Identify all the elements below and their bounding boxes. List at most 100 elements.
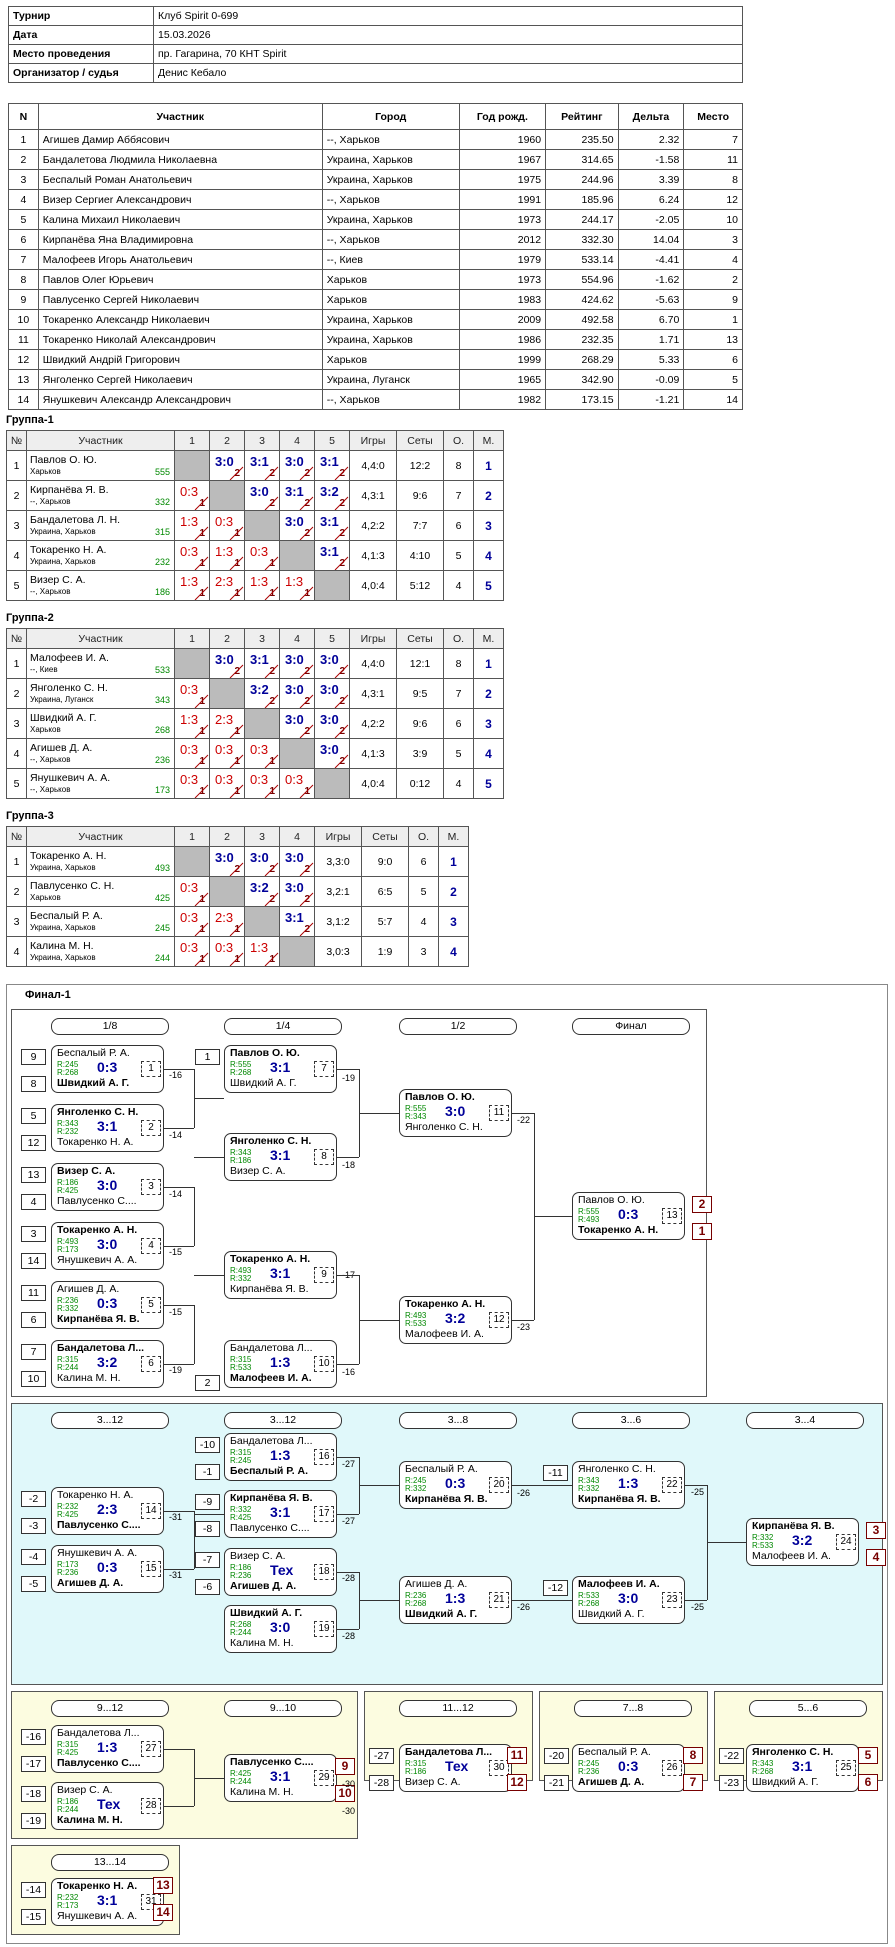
match-bottom-rating: R:244 xyxy=(230,1777,252,1786)
slash-mark xyxy=(194,694,209,708)
slash-mark xyxy=(264,784,279,798)
player-cell: 2 xyxy=(683,269,743,290)
link-label: -15 xyxy=(169,1307,183,1317)
player-cell: -4.41 xyxy=(617,249,685,270)
place-cell: 2 xyxy=(473,678,504,709)
player-cell: Янголенко Сергей Николаевич xyxy=(37,369,323,390)
player-cell: 2009 xyxy=(458,309,547,330)
seed-box: -23 xyxy=(719,1775,744,1791)
match-top-player: Кирпанёва Я. В. xyxy=(230,1492,313,1504)
match-bottom-rating: R:533 xyxy=(230,1363,252,1372)
group-header: 2 xyxy=(209,826,245,847)
player-cell: 1 xyxy=(683,309,743,330)
match-points: 2 xyxy=(269,894,275,905)
player-cell: 332.30 xyxy=(545,229,619,250)
match-score: 0:3 xyxy=(180,682,199,697)
participant-name: Беспалый Р. А. xyxy=(30,909,103,922)
round-header: 5...6 xyxy=(749,1700,867,1717)
participant-name: Кирпанёва Я. В. xyxy=(30,483,109,496)
player-cell: 6 xyxy=(8,229,39,250)
match-top-rating: R:186 xyxy=(230,1563,252,1572)
group-title: Группа-3 xyxy=(6,810,54,822)
match-bottom-player: Токаренко Н. А. xyxy=(57,1136,134,1148)
match-score: 0:3 xyxy=(215,940,234,955)
link-label: -23 xyxy=(517,1322,531,1332)
connector-line xyxy=(512,1113,534,1114)
match-top-rating: R:332 xyxy=(752,1533,774,1542)
player-cell: -1.58 xyxy=(617,149,685,170)
place-cell: 1 xyxy=(438,846,469,877)
slash-mark xyxy=(264,586,279,600)
player-cell: 9 xyxy=(683,289,743,310)
seed-box: -6 xyxy=(195,1579,220,1595)
match-bottom-player: Швидкий А. Г. xyxy=(230,1077,297,1089)
players-header: N xyxy=(8,103,39,130)
player-cell: 1960 xyxy=(458,129,547,150)
place-cell: 5 xyxy=(473,768,504,799)
player-cell: 1986 xyxy=(458,329,547,350)
match-number: 10 xyxy=(314,1356,334,1372)
slash-mark xyxy=(229,754,244,768)
slash-mark xyxy=(299,892,314,906)
group-header: № xyxy=(6,826,27,847)
match-score: 0:3 xyxy=(285,772,304,787)
participant-rating: 425 xyxy=(154,893,170,903)
participant-city: Украина, Луганск xyxy=(30,694,94,704)
connector-line xyxy=(359,1113,399,1114)
connector-line xyxy=(337,1364,359,1365)
link-label: -16 xyxy=(169,1070,183,1080)
player-cell: 2.32 xyxy=(617,129,685,150)
points-cell: 7 xyxy=(443,480,474,511)
match-bottom-player: Павлусенко С.... xyxy=(57,1519,141,1531)
round-header: 11...12 xyxy=(399,1700,517,1717)
match-top-rating: R:533 xyxy=(578,1591,600,1600)
match-number: 5 xyxy=(141,1297,161,1313)
player-cell: 10 xyxy=(8,309,39,330)
match-top-player: Токаренко Н. А. xyxy=(57,1489,134,1501)
group-header: 3 xyxy=(244,628,280,649)
participant-name: Янголенко С. Н. xyxy=(30,681,108,694)
player-cell: 342.90 xyxy=(545,369,619,390)
match-points: 2 xyxy=(339,468,345,479)
player-cell: 244.96 xyxy=(545,169,619,190)
row-number: 5 xyxy=(6,768,27,799)
match-score: 3:1 xyxy=(320,454,339,469)
participant-name: Токаренко Н. А. xyxy=(30,543,107,556)
sets-cell: 5:12 xyxy=(396,570,444,601)
match-bottom-player: Швидкий А. Г. xyxy=(57,1077,130,1089)
group-header: Сеты xyxy=(396,628,444,649)
match-top-rating: R:232 xyxy=(57,1502,79,1511)
match-points: 2 xyxy=(339,726,345,737)
match-top-rating: R:186 xyxy=(57,1797,79,1806)
slash-mark xyxy=(334,724,349,738)
match-number: 1 xyxy=(141,1061,161,1077)
match-points: 1 xyxy=(234,924,240,935)
match-points: 1 xyxy=(199,696,205,707)
match-score: 0:3 xyxy=(180,742,199,757)
player-cell: 14 xyxy=(8,389,39,410)
player-cell: 9 xyxy=(8,289,39,310)
player-cell: Украина, Луганск xyxy=(321,369,460,390)
match-points: 2 xyxy=(269,468,275,479)
match-points: 1 xyxy=(234,726,240,737)
slash-mark xyxy=(299,784,314,798)
group-header: 5 xyxy=(314,628,350,649)
match-number: 18 xyxy=(314,1564,334,1580)
connector-line xyxy=(337,1572,359,1573)
match-points: 2 xyxy=(304,468,310,479)
link-label: -28 xyxy=(342,1573,356,1583)
group-header: Игры xyxy=(349,430,397,451)
match-score: 2:3 xyxy=(215,712,234,727)
match-score: 1:3 xyxy=(215,544,234,559)
player-cell: 1991 xyxy=(458,189,547,210)
